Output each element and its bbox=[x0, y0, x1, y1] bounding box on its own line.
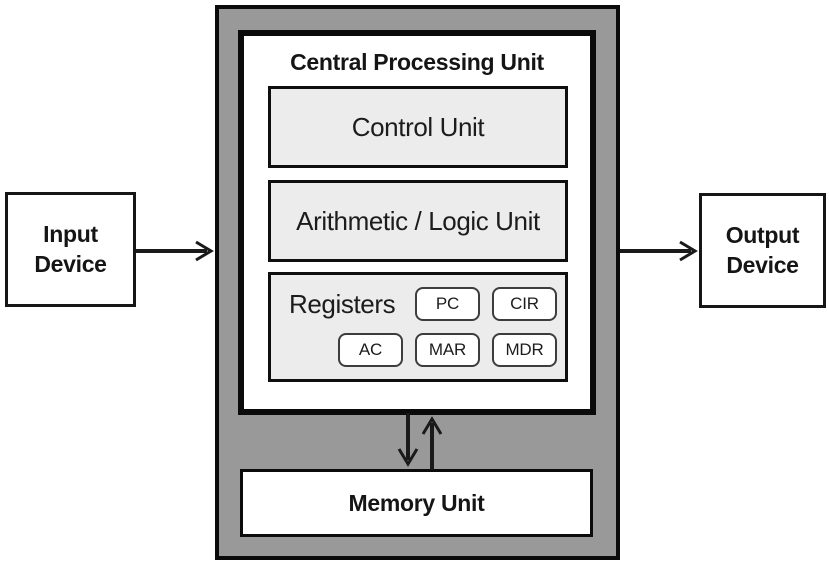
cpu-block: Central Processing Unit Control Unit Ari… bbox=[238, 30, 596, 415]
control-unit-box: Control Unit bbox=[268, 86, 568, 168]
memory-unit-label: Memory Unit bbox=[348, 489, 485, 516]
register-cir: CIR bbox=[492, 287, 557, 321]
alu-label: Arithmetic / Logic Unit bbox=[296, 205, 540, 236]
cpu-title: Central Processing Unit bbox=[290, 49, 544, 75]
register-mar: MAR bbox=[415, 333, 480, 367]
alu-box: Arithmetic / Logic Unit bbox=[268, 180, 568, 262]
memory-unit-box: Memory Unit bbox=[240, 469, 593, 537]
output-device-box: Output Device bbox=[699, 193, 826, 308]
case-to-output-arrow bbox=[620, 240, 698, 262]
computer-case: Central Processing Unit Control Unit Ari… bbox=[215, 5, 620, 560]
register-ac: AC bbox=[338, 333, 403, 367]
registers-box: Registers PC CIR AC MAR MDR bbox=[268, 272, 568, 382]
input-device-box: Input Device bbox=[5, 192, 136, 307]
registers-label: Registers bbox=[289, 289, 396, 319]
input-device-label: Input Device bbox=[34, 221, 107, 277]
register-mdr: MDR bbox=[492, 333, 557, 367]
control-unit-label: Control Unit bbox=[351, 111, 485, 142]
output-device-label: Output Device bbox=[725, 222, 800, 278]
input-to-case-arrow bbox=[136, 240, 214, 262]
register-pc: PC bbox=[415, 287, 480, 321]
